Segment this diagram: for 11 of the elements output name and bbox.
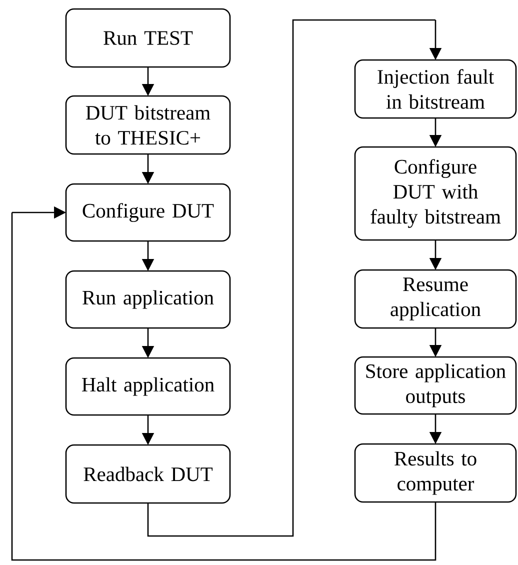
- process-box: Resume application: [354, 269, 517, 329]
- process-box: Injection fault in bitstream: [354, 59, 517, 119]
- process-box: Configure DUT with faulty bitstream: [354, 146, 517, 241]
- process-box: Readback DUT: [65, 444, 231, 504]
- process-box: Run application: [65, 270, 231, 329]
- process-box: DUT bitstream to THESIC+: [65, 95, 231, 155]
- process-box: Store application outputs: [354, 356, 517, 415]
- process-box: Run TEST: [65, 8, 231, 68]
- process-box: Halt application: [65, 357, 231, 416]
- process-box: Results to computer: [354, 443, 517, 503]
- process-box: Configure DUT: [65, 183, 231, 242]
